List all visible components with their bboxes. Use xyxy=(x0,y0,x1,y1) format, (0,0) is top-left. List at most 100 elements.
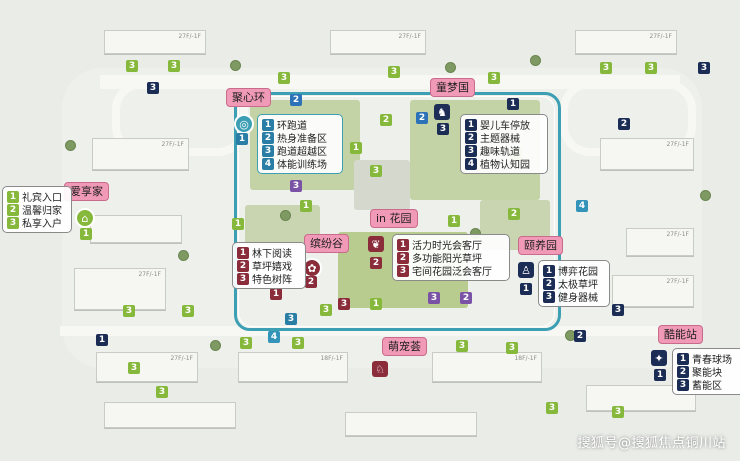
map-marker: 1 xyxy=(507,98,519,110)
legend-number: 1 xyxy=(262,118,274,131)
map-marker: 3 xyxy=(168,60,180,72)
legend-label: 热身准备区 xyxy=(277,134,327,145)
legend-label: 健身器械 xyxy=(558,293,598,304)
map-marker: 3 xyxy=(126,60,138,72)
map-marker: 3 xyxy=(456,340,468,352)
legend-label: 植物认知园 xyxy=(480,160,530,171)
south-road xyxy=(60,326,680,336)
zone-tag-binfengu: 缤纷谷 xyxy=(304,234,349,253)
building: 18F/-1F xyxy=(238,352,348,382)
map-marker: 3 xyxy=(123,305,135,317)
building xyxy=(90,215,182,243)
building: 18F/-1F xyxy=(432,352,542,382)
building: 27F/-1F xyxy=(626,228,694,256)
map-marker: 2 xyxy=(574,330,586,342)
legend-number: 1 xyxy=(465,118,477,131)
building: 27F/-1F xyxy=(92,138,189,170)
map-marker: 3 xyxy=(285,313,297,325)
map-marker: 3 xyxy=(612,406,624,418)
map-marker: 1 xyxy=(80,228,92,240)
legend-label: 体能训练场 xyxy=(277,160,327,171)
map-marker: 2 xyxy=(460,292,472,304)
building-floor-label: 27F/-1F xyxy=(161,141,184,148)
map-marker: 2 xyxy=(380,114,392,126)
legend-number: 4 xyxy=(465,157,477,170)
legend-label: 私享入户 xyxy=(22,219,62,230)
map-marker: 3 xyxy=(600,62,612,74)
legend-label: 礼宾入口 xyxy=(22,193,62,204)
bird-icon: ❦ xyxy=(368,236,384,252)
legend-number: 1 xyxy=(237,246,249,259)
legend-number: 4 xyxy=(262,157,274,170)
building-floor-label: 27F/-1F xyxy=(666,231,689,238)
map-marker: 3 xyxy=(546,402,558,414)
zone-tag-inhuayuan: in 花园 xyxy=(370,209,418,228)
zone-tag-kunengzhan: 酷能站 xyxy=(658,325,703,344)
map-marker: 1 xyxy=(232,218,244,230)
legend-label: 多功能阳光草坪 xyxy=(412,254,482,265)
legend-number: 2 xyxy=(7,203,19,216)
legend-label: 宅间花园泛会客厅 xyxy=(412,267,492,278)
building-floor-label: 27F/-1F xyxy=(178,33,201,40)
legend-label: 活力时光会客厅 xyxy=(412,241,482,252)
legend-number: 3 xyxy=(465,144,477,157)
map-marker: 3 xyxy=(428,292,440,304)
map-marker: 3 xyxy=(292,337,304,349)
map-marker: 2 xyxy=(618,118,630,130)
map-marker: 3 xyxy=(147,82,159,94)
legend-label: 主题器械 xyxy=(480,134,520,145)
tree-icon xyxy=(65,140,76,151)
legend-label: 林下阅读 xyxy=(252,249,292,260)
map-marker: 3 xyxy=(278,72,290,84)
building-floor-label: 27F/-1F xyxy=(666,141,689,148)
legend-label: 青春球场 xyxy=(692,355,732,366)
legend-number: 3 xyxy=(543,290,555,303)
legend-number: 3 xyxy=(262,144,274,157)
legend-number: 2 xyxy=(677,365,689,378)
building: 27F/-1F xyxy=(96,352,198,382)
building-floor-label: 27F/-1F xyxy=(138,271,161,278)
tree-icon xyxy=(700,190,711,201)
building-floor-label: 27F/-1F xyxy=(398,33,421,40)
map-marker: 3 xyxy=(506,342,518,354)
tree-icon xyxy=(230,60,241,71)
map-marker: 2 xyxy=(508,208,520,220)
elderly-icon: ♙ xyxy=(518,262,534,278)
ring-icon: ◎ xyxy=(234,114,254,134)
building-floor-label: 27F/-1F xyxy=(170,355,193,362)
legend-label: 草坪嬉戏 xyxy=(252,262,292,273)
legend-number: 2 xyxy=(262,131,274,144)
legend-number: 2 xyxy=(237,259,249,272)
zone-tag-tongmengguo: 童梦国 xyxy=(430,78,475,97)
legend-number: 1 xyxy=(677,352,689,365)
watermark: 搜狐号@搜狐焦点铜川站 xyxy=(577,436,726,451)
map-marker: 3 xyxy=(182,305,194,317)
map-marker: 1 xyxy=(448,215,460,227)
building-floor-label: 18F/-1F xyxy=(514,355,537,362)
building: 27F/-1F xyxy=(612,275,694,307)
tree-icon xyxy=(530,55,541,66)
map-marker: 3 xyxy=(156,386,168,398)
running-track-ring xyxy=(234,92,561,331)
map-marker: 3 xyxy=(698,62,710,74)
legend-number: 3 xyxy=(677,378,689,391)
tree-icon xyxy=(178,250,189,261)
